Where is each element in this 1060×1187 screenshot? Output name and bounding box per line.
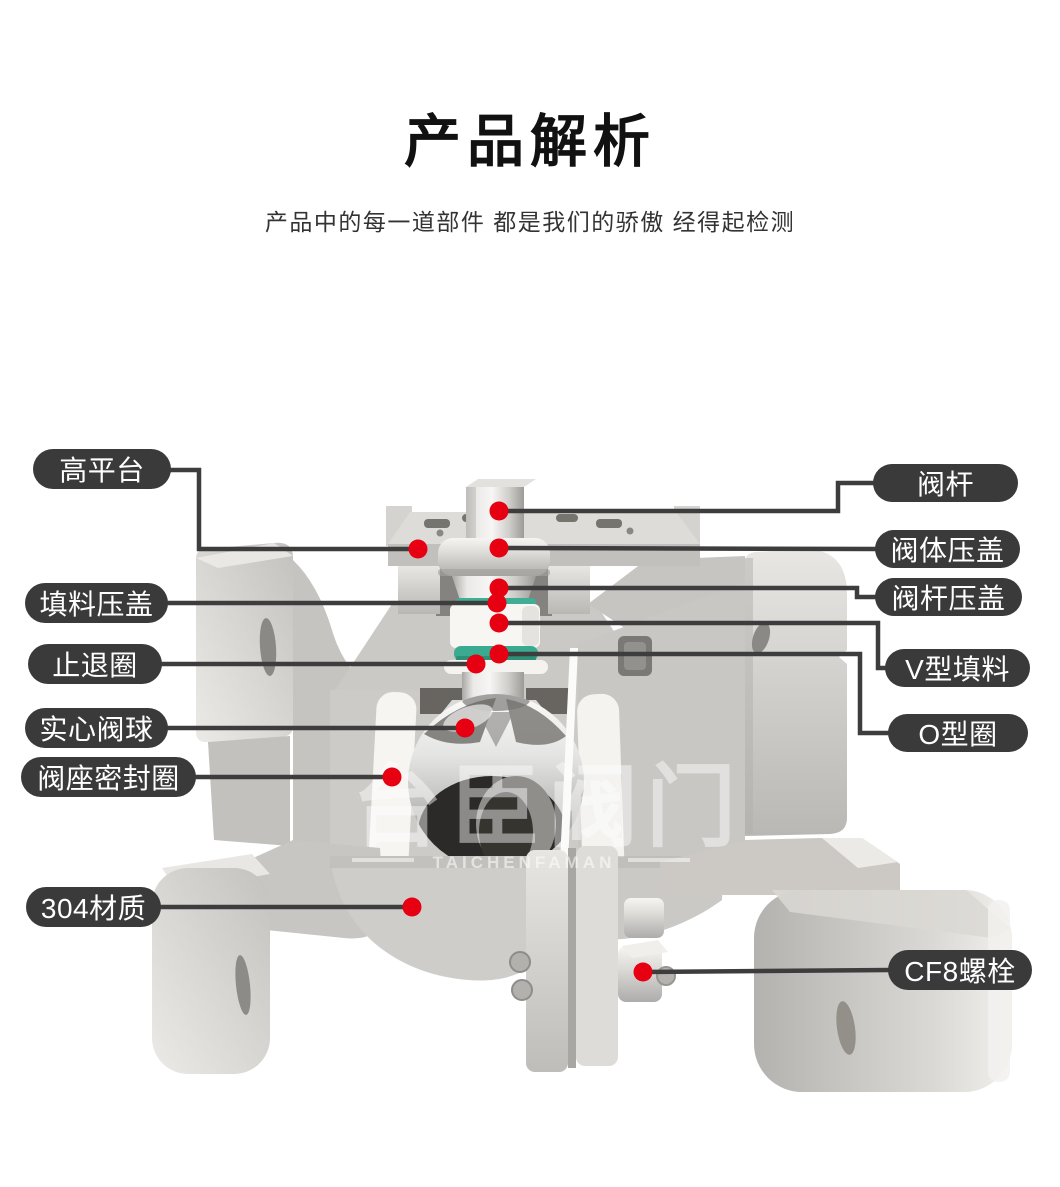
label-seat-seal-ring: 阀座密封圈 bbox=[21, 757, 196, 797]
left-bottom-bolt-hole bbox=[235, 955, 251, 1015]
right-pipe-flange bbox=[745, 548, 847, 836]
label-packing-gland: 填料压盖 bbox=[25, 583, 168, 623]
leader-cf8-bolt bbox=[642, 967, 891, 975]
label-material-304: 304材质 bbox=[26, 887, 161, 927]
label-retaining-ring: 止退圈 bbox=[28, 644, 162, 684]
page-title: 产品解析 bbox=[404, 110, 656, 174]
leader-lines bbox=[159, 467, 891, 975]
marker-stem-gland bbox=[489, 578, 509, 598]
leader-valve-stem bbox=[499, 480, 875, 514]
leader-high-platform bbox=[170, 467, 418, 552]
leader-body-gland bbox=[498, 545, 878, 552]
marker-v-packing bbox=[489, 613, 509, 633]
watermark-en: TAICHENFAMAN bbox=[433, 853, 616, 872]
page-subtitle: 产品中的每一道部件 都是我们的骄傲 经得起检测 bbox=[264, 209, 796, 235]
left-flange-bolt-hole bbox=[259, 618, 277, 676]
label-valve-stem: 阀杆 bbox=[873, 464, 1018, 502]
label-cf8-bolt: CF8螺栓 bbox=[888, 950, 1032, 990]
leader-o-ring bbox=[499, 651, 890, 736]
marker-high-platform bbox=[408, 539, 428, 559]
label-stem-gland: 阀杆压盖 bbox=[875, 578, 1022, 616]
left-bottom-flange bbox=[152, 854, 270, 1074]
body-underside-left bbox=[330, 856, 560, 981]
right-flange-bolt-hole bbox=[751, 622, 771, 654]
platform-slot bbox=[596, 519, 622, 528]
right-bottom-flange bbox=[754, 890, 1012, 1092]
marker-o-ring bbox=[489, 644, 509, 664]
marker-retaining-ring bbox=[466, 654, 486, 674]
label-body-gland: 阀体压盖 bbox=[875, 530, 1020, 568]
label-high-platform: 高平台 bbox=[33, 449, 171, 489]
label-o-ring: O型圈 bbox=[888, 714, 1028, 752]
leader-stem-gland bbox=[499, 585, 877, 600]
yoke-leg-left bbox=[398, 566, 440, 614]
joint-plate-left bbox=[526, 850, 568, 1072]
right-bottom-bolt-hole bbox=[836, 1001, 856, 1055]
part-markers bbox=[382, 501, 653, 982]
watermark-cn: 台臣阀门 bbox=[352, 758, 744, 858]
leader-v-packing bbox=[499, 620, 887, 671]
platform-slot bbox=[556, 514, 578, 522]
seat-ring-right bbox=[577, 693, 625, 895]
left-flange-step bbox=[208, 736, 290, 846]
platform-slot bbox=[424, 519, 450, 528]
joint-plate-right bbox=[576, 846, 618, 1066]
marker-packing-gland bbox=[487, 593, 507, 613]
body-joint-gasket bbox=[558, 648, 578, 906]
marker-material-304 bbox=[402, 897, 422, 917]
marker-seat-seal-ring bbox=[382, 767, 402, 787]
label-v-packing: V型填料 bbox=[885, 649, 1030, 687]
marker-solid-ball bbox=[455, 718, 475, 738]
label-solid-ball: 实心阀球 bbox=[25, 708, 168, 748]
marker-valve-stem bbox=[489, 501, 509, 521]
seat-ring-left bbox=[367, 691, 417, 895]
left-pipe-flange bbox=[196, 542, 293, 743]
stem-head bbox=[466, 479, 536, 548]
marker-cf8-bolt bbox=[633, 962, 653, 982]
marker-body-gland bbox=[489, 538, 509, 558]
brand-watermark: 台臣阀门 TAICHENFAMAN bbox=[352, 758, 744, 872]
